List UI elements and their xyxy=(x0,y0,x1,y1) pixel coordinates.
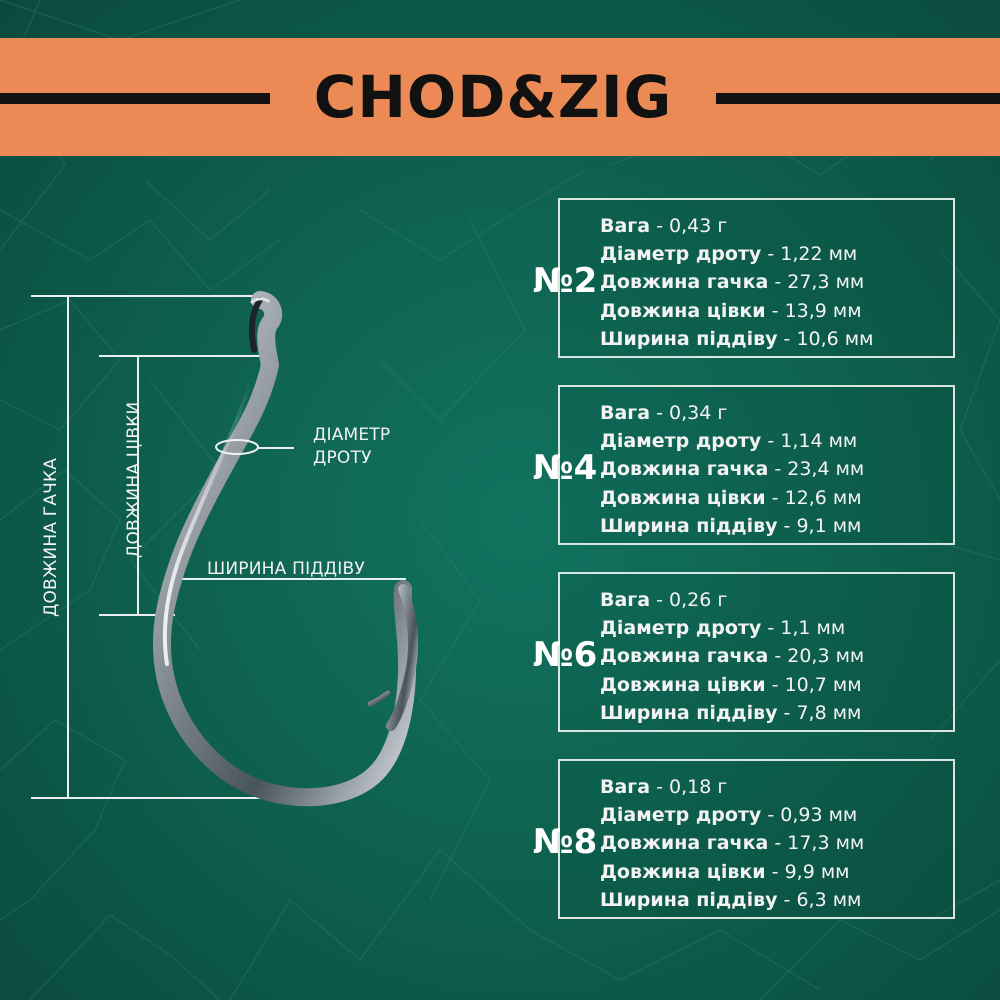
spec-label: Ширина піддіву xyxy=(600,888,778,911)
spec-value: 10,7 мм xyxy=(784,673,862,696)
spec-value: 1,22 мм xyxy=(780,243,858,266)
spec-row-gap-width: Ширина піддіву - 6,3 мм xyxy=(600,888,862,911)
spec-value: 0,93 мм xyxy=(780,804,858,827)
spec-value: 0,18 г xyxy=(669,776,728,798)
spec-label: Діаметр дроту xyxy=(600,617,762,640)
spec-label: Ширина піддіву xyxy=(600,514,778,537)
spec-value: 9,1 мм xyxy=(796,514,862,537)
spec-box-2: №2 Вага - 0,43 г Діаметр дроту - 1,22 мм… xyxy=(533,198,955,358)
banner-right-stripe xyxy=(716,93,1000,104)
spec-row-shank-length: Довжина цівки - 9,9 мм xyxy=(600,860,850,883)
wire-diameter-label: ДІАМЕТР ДРОТУ xyxy=(313,424,390,470)
spec-label: Довжина цівки xyxy=(600,673,766,696)
spec-row-shank-length: Довжина цівки - 12,6 мм xyxy=(600,486,862,509)
spec-value: 23,4 мм xyxy=(787,458,865,481)
spec-value: 1,1 мм xyxy=(780,617,846,640)
spec-label: Вага xyxy=(600,402,651,424)
fishing-hook-icon xyxy=(153,291,419,807)
spec-number: №6 xyxy=(532,635,598,675)
spec-lines: Вага - 0,26 г Діаметр дроту - 1,1 мм Дов… xyxy=(600,586,945,727)
page-title: CHOD&ZIG xyxy=(313,63,673,131)
spec-row-wire-diameter: Діаметр дроту - 1,14 мм xyxy=(600,430,858,453)
spec-box-8: №8 Вага - 0,18 г Діаметр дроту - 0,93 мм… xyxy=(533,759,955,919)
spec-value: 0,26 г xyxy=(669,589,728,611)
spec-row-wire-diameter: Діаметр дроту - 1,22 мм xyxy=(600,243,858,266)
spec-lines: Вага - 0,43 г Діаметр дроту - 1,22 мм До… xyxy=(600,212,945,353)
spec-number: №2 xyxy=(532,261,598,301)
spec-row-weight: Вага - 0,26 г xyxy=(600,589,728,611)
spec-lines: Вага - 0,18 г Діаметр дроту - 0,93 мм До… xyxy=(600,773,945,914)
spec-label: Вага xyxy=(600,215,651,237)
shank-length-label: ДОВЖИНА ЦІВКИ xyxy=(124,401,144,558)
spec-value: 20,3 мм xyxy=(787,645,865,668)
banner-left-stripe xyxy=(0,93,270,104)
spec-value: 6,3 мм xyxy=(796,888,862,911)
spec-lines: Вага - 0,34 г Діаметр дроту - 1,14 мм До… xyxy=(600,399,945,540)
gap-width-label: ШИРИНА ПІДДІВУ xyxy=(207,559,365,579)
spec-value: 17,3 мм xyxy=(787,832,865,855)
wire-diameter-marker xyxy=(215,439,259,455)
spec-label: Ширина піддіву xyxy=(600,701,778,724)
spec-label: Довжина цівки xyxy=(600,860,766,883)
spec-label: Вага xyxy=(600,776,651,798)
spec-label: Діаметр дроту xyxy=(600,430,762,453)
spec-label: Довжина цівки xyxy=(600,299,766,322)
spec-row-weight: Вага - 0,18 г xyxy=(600,776,728,798)
spec-value: 0,43 г xyxy=(669,215,728,237)
spec-number: №4 xyxy=(532,448,598,488)
spec-value: 7,8 мм xyxy=(796,701,862,724)
spec-box-6: №6 Вага - 0,26 г Діаметр дроту - 1,1 мм … xyxy=(533,572,955,732)
spec-value: 1,14 мм xyxy=(780,430,858,453)
spec-label: Діаметр дроту xyxy=(600,243,762,266)
spec-label: Довжина гачка xyxy=(600,271,769,294)
wire-diameter-label-line2: ДРОТУ xyxy=(313,448,372,468)
spec-label: Вага xyxy=(600,589,651,611)
spec-row-gap-width: Ширина піддіву - 7,8 мм xyxy=(600,701,862,724)
spec-row-wire-diameter: Діаметр дроту - 1,1 мм xyxy=(600,617,846,640)
measurement-lines xyxy=(31,295,406,799)
spec-value: 10,6 мм xyxy=(796,327,874,350)
spec-row-wire-diameter: Діаметр дроту - 0,93 мм xyxy=(600,804,858,827)
spec-value: 13,9 мм xyxy=(784,299,862,322)
spec-value: 12,6 мм xyxy=(784,486,862,509)
spec-row-gap-width: Ширина піддіву - 10,6 мм xyxy=(600,327,874,350)
spec-label: Довжина гачка xyxy=(600,458,769,481)
spec-row-weight: Вага - 0,43 г xyxy=(600,215,728,237)
spec-value: 9,9 мм xyxy=(784,860,850,883)
spec-number: №8 xyxy=(532,822,598,862)
spec-row-gap-width: Ширина піддіву - 9,1 мм xyxy=(600,514,862,537)
spec-value: 0,34 г xyxy=(669,402,728,424)
spec-row-shank-length: Довжина цівки - 13,9 мм xyxy=(600,299,862,322)
spec-row-weight: Вага - 0,34 г xyxy=(600,402,728,424)
spec-label: Довжина гачка xyxy=(600,832,769,855)
spec-label: Ширина піддіву xyxy=(600,327,778,350)
spec-row-hook-length: Довжина гачка - 23,4 мм xyxy=(600,458,865,481)
spec-label: Довжина цівки xyxy=(600,486,766,509)
spec-box-4: №4 Вага - 0,34 г Діаметр дроту - 1,14 мм… xyxy=(533,385,955,545)
spec-row-shank-length: Довжина цівки - 10,7 мм xyxy=(600,673,862,696)
spec-label: Довжина гачка xyxy=(600,645,769,668)
hook-length-label: ДОВЖИНА ГАЧКА xyxy=(41,457,61,617)
spec-row-hook-length: Довжина гачка - 17,3 мм xyxy=(600,832,865,855)
spec-row-hook-length: Довжина гачка - 27,3 мм xyxy=(600,271,865,294)
spec-value: 27,3 мм xyxy=(787,271,865,294)
wire-diameter-label-line1: ДІАМЕТР xyxy=(313,425,391,445)
spec-row-hook-length: Довжина гачка - 20,3 мм xyxy=(600,645,865,668)
spec-label: Діаметр дроту xyxy=(600,804,762,827)
